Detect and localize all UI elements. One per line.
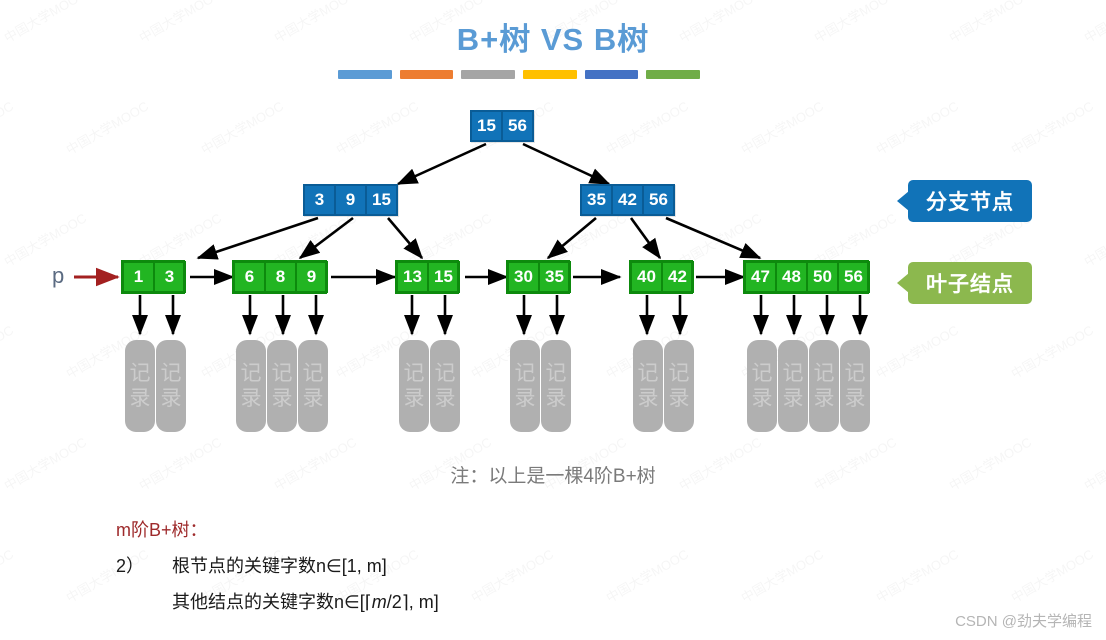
record-label-char-1: 记 bbox=[434, 362, 456, 385]
record-label-char-1: 记 bbox=[240, 362, 262, 385]
tree-leaf-node-4-cell-2: 35 bbox=[538, 261, 571, 293]
definition-item-number: 2） bbox=[116, 556, 145, 576]
tree-leaf-node-5-cell-2: 42 bbox=[661, 261, 694, 293]
record-box-7: 记录 bbox=[430, 340, 460, 432]
record-label-char-1: 记 bbox=[668, 362, 690, 385]
record-label-char-2: 录 bbox=[240, 387, 262, 410]
definition-heading: m阶B+树： bbox=[116, 520, 208, 540]
record-label-char-2: 录 bbox=[302, 387, 324, 410]
tree-root-node-cell-1: 15 bbox=[470, 110, 503, 142]
divider-segment-4 bbox=[523, 70, 577, 79]
divider-segment-3 bbox=[461, 70, 516, 79]
definition-line-2-suffix: /2⌉, m] bbox=[386, 592, 439, 612]
record-label-char-2: 录 bbox=[637, 387, 659, 410]
record-box-4: 记录 bbox=[267, 340, 297, 432]
tree-branch-node-1-cell-2: 9 bbox=[334, 184, 367, 216]
tree-leaf-node-2-cell-1: 6 bbox=[233, 261, 266, 293]
record-box-8: 记录 bbox=[510, 340, 540, 432]
record-box-2: 记录 bbox=[156, 340, 186, 432]
record-box-1: 记录 bbox=[125, 340, 155, 432]
record-label-char-2: 录 bbox=[160, 387, 182, 410]
record-label-char-1: 记 bbox=[782, 362, 804, 385]
tree-branch-node-1-cell-3: 15 bbox=[365, 184, 398, 216]
record-label-char-1: 记 bbox=[637, 362, 659, 385]
divider-segment-5 bbox=[584, 70, 639, 79]
tree-leaf-node-3-cell-1: 13 bbox=[396, 261, 429, 293]
record-label-char-2: 录 bbox=[782, 387, 804, 410]
record-label-char-1: 记 bbox=[302, 362, 324, 385]
tree-leaf-node-6-cell-2: 48 bbox=[775, 261, 808, 293]
record-box-11: 记录 bbox=[664, 340, 694, 432]
csdn-watermark: CSDN @劲夫学编程 bbox=[955, 613, 1092, 630]
tree-branch-node-2-cell-2: 42 bbox=[611, 184, 644, 216]
tree-branch-node-2-cell-3: 56 bbox=[642, 184, 675, 216]
tree-branch-node-2-cell-1: 35 bbox=[580, 184, 613, 216]
tree-leaf-node-1-cell-2: 3 bbox=[153, 261, 186, 293]
record-label-char-1: 记 bbox=[514, 362, 536, 385]
record-label-char-2: 录 bbox=[813, 387, 835, 410]
tree-leaf-node-3-cell-2: 15 bbox=[427, 261, 460, 293]
record-label-char-1: 记 bbox=[813, 362, 835, 385]
record-label-char-1: 记 bbox=[403, 362, 425, 385]
record-label-char-1: 记 bbox=[129, 362, 151, 385]
tree-leaf-node-5-cell-1: 40 bbox=[630, 261, 663, 293]
tree-leaf-node-2-cell-2: 8 bbox=[264, 261, 297, 293]
tree-leaf-node-4-cell-1: 30 bbox=[507, 261, 540, 293]
record-label-char-1: 记 bbox=[844, 362, 866, 385]
record-box-3: 记录 bbox=[236, 340, 266, 432]
record-box-13: 记录 bbox=[778, 340, 808, 432]
definition-line-2-prefix: 其他结点的关键字数n∈[⌈ bbox=[172, 592, 372, 612]
tree-leaf-node-1-cell-1: 1 bbox=[122, 261, 155, 293]
tree-branch-node-1-cell-1: 3 bbox=[303, 184, 336, 216]
record-box-10: 记录 bbox=[633, 340, 663, 432]
tree-leaf-node-2-cell-3: 9 bbox=[295, 261, 328, 293]
divider-segment-2 bbox=[399, 70, 454, 79]
record-label-char-1: 记 bbox=[545, 362, 567, 385]
title-divider-bar bbox=[338, 70, 701, 79]
pointer-label-p: p bbox=[52, 263, 65, 288]
note-text: 注：以上是一棵4阶B+树 bbox=[450, 466, 656, 487]
record-label-char-2: 录 bbox=[751, 387, 773, 410]
divider-segment-1 bbox=[338, 70, 392, 79]
record-label-char-2: 录 bbox=[403, 387, 425, 410]
record-label-char-1: 记 bbox=[160, 362, 182, 385]
divider-segment-6 bbox=[646, 70, 701, 79]
record-label-char-2: 录 bbox=[434, 387, 456, 410]
record-label-char-2: 录 bbox=[129, 387, 151, 410]
tree-root-node-cell-2: 56 bbox=[501, 110, 534, 142]
tree-leaf-node-6-cell-3: 50 bbox=[806, 261, 839, 293]
record-label-char-2: 录 bbox=[514, 387, 536, 410]
definition-line-2: 其他结点的关键字数n∈[⌈m/2⌉, m] bbox=[172, 588, 439, 614]
tree-leaf-node-6-cell-4: 56 bbox=[837, 261, 870, 293]
record-label-char-1: 记 bbox=[751, 362, 773, 385]
record-label-char-2: 录 bbox=[668, 387, 690, 410]
record-box-15: 记录 bbox=[840, 340, 870, 432]
callout-branch-node: 分支节点 bbox=[897, 180, 1032, 222]
record-label-char-2: 录 bbox=[271, 387, 293, 410]
page-title: B+树 VS B树 bbox=[456, 22, 650, 57]
record-box-6: 记录 bbox=[399, 340, 429, 432]
record-label-char-2: 录 bbox=[844, 387, 866, 410]
definition-line-2-italic-m: m bbox=[371, 592, 387, 612]
record-box-14: 记录 bbox=[809, 340, 839, 432]
callout-leaf-node: 叶子结点 bbox=[897, 262, 1032, 304]
record-box-9: 记录 bbox=[541, 340, 571, 432]
record-box-12: 记录 bbox=[747, 340, 777, 432]
definition-line-1: 根节点的关键字数n∈[1, m] bbox=[172, 556, 387, 576]
record-box-5: 记录 bbox=[298, 340, 328, 432]
record-label-char-1: 记 bbox=[271, 362, 293, 385]
tree-leaf-node-6-cell-1: 47 bbox=[744, 261, 777, 293]
record-label-char-2: 录 bbox=[545, 387, 567, 410]
